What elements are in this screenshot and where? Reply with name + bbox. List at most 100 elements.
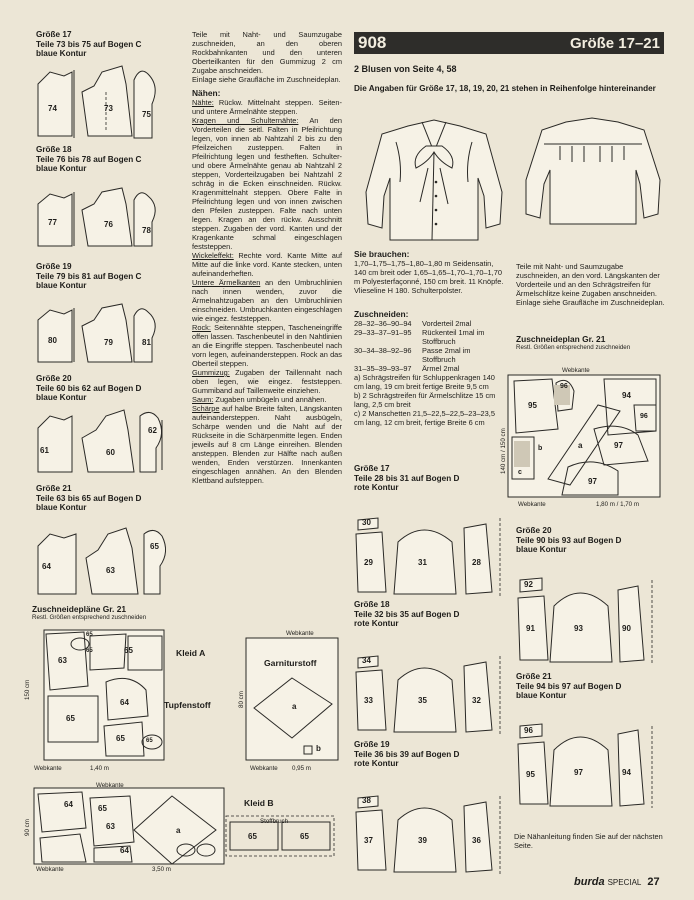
kleid-b-width: 3,50 m — [152, 866, 171, 873]
mid-size-18-svg — [355, 655, 501, 734]
size-21-pattern: 64 63 65 — [36, 526, 176, 596]
piece-label: 92 — [524, 580, 533, 589]
piece-label: 35 — [418, 696, 427, 705]
piece-label: 34 — [362, 656, 371, 665]
plan-width: 1,80 m / 1,70 m — [596, 501, 639, 508]
mid-size-19-svg — [355, 795, 501, 874]
piece-label: 95 — [526, 770, 535, 779]
plan-21-svg — [507, 374, 661, 498]
piece-label: 65 — [116, 734, 125, 743]
piece-label: 90 — [622, 624, 631, 633]
piece-label: 65 — [66, 714, 75, 723]
size-20-pattern: 61 60 62 — [36, 408, 176, 476]
piece-label: 80 — [48, 336, 57, 345]
piece-label: 74 — [48, 104, 57, 113]
piece-label: a — [292, 702, 297, 711]
kleid-b-height: 90 cm — [24, 819, 31, 836]
paragraph: Saum: Zugaben umbügeln und annähen. — [192, 395, 327, 404]
right-size-21-pattern: 96 95 97 94 — [514, 718, 664, 810]
garnitur-webkante: Webkante — [286, 630, 314, 637]
size-20-pattern-svg — [37, 409, 163, 473]
size-17-pattern: 74 73 75 — [36, 62, 166, 140]
right-intro: Teile mit Naht- und Saumzugabe zuschneid… — [516, 262, 665, 307]
header-bar — [354, 32, 664, 54]
piece-label: a — [176, 826, 181, 835]
piece-label: 36 — [472, 836, 481, 845]
piece-label: 64 — [42, 562, 51, 571]
piece-label: 28 — [472, 558, 481, 567]
einlage-text: Einlage siehe Graufläche im Zuschneidepl… — [192, 75, 341, 84]
brand-special: SPECIAL — [607, 878, 642, 887]
piece-label: 63 — [106, 566, 115, 575]
stoffbruch-label: Stoffbruch — [260, 818, 289, 825]
piece-label: 65 — [86, 632, 93, 638]
cutting-plans-title: Zuschneidepläne Gr. 21 Restl. Größen ent… — [32, 604, 147, 621]
piece-label: b — [316, 744, 321, 753]
tupfenstoff-label: Tupfenstoff — [164, 700, 211, 710]
paragraph: Wickeleffekt: Rechte vord. Kante Mitte a… — [192, 251, 342, 278]
model-number: 908 — [358, 33, 387, 52]
mid-size-17-svg — [355, 517, 501, 596]
tupfen-width: 1,40 m — [90, 765, 109, 772]
piece-label: a — [578, 441, 583, 450]
piece-label: 62 — [148, 426, 157, 435]
mid-size-18-pattern: 34 33 35 32 — [352, 650, 512, 734]
size-21-pattern-svg — [37, 527, 166, 595]
piece-label: 65 — [124, 646, 133, 655]
right-size-20-svg — [517, 577, 653, 664]
blouse-front-svg — [365, 119, 503, 241]
right-size-20-pattern: 92 91 93 90 — [514, 572, 664, 668]
cutting-plan-garniturstoff: a b — [245, 637, 339, 761]
piece-label: 64 — [120, 846, 129, 855]
piece-label: 78 — [142, 226, 151, 235]
garniturstoff-label: Garniturstoff — [264, 658, 317, 668]
piece-label: 30 — [362, 518, 371, 527]
piece-label: 96 — [560, 383, 568, 390]
size-note: Die Angaben für Größe 17, 18, 19, 20, 21… — [354, 84, 656, 93]
piece-label: 94 — [622, 768, 631, 777]
materials-heading: Sie brauchen: — [354, 249, 410, 259]
blouse-back-illustration — [520, 110, 666, 228]
paragraph: Schärpe auf halbe Breite falten, Längska… — [192, 404, 342, 485]
paragraph: Nähte: Rückw. Mittelnaht steppen. Seiten… — [192, 98, 342, 116]
piece-label: 73 — [104, 104, 113, 113]
piece-label: 29 — [364, 558, 373, 567]
piece-label: 77 — [48, 218, 57, 227]
piece-label: 65 — [98, 804, 107, 813]
tupfenstoff-svg — [43, 629, 165, 761]
piece-label: 65 — [150, 542, 159, 551]
piece-label: 95 — [528, 401, 537, 410]
plan-webkante-top: Webkante — [562, 367, 590, 374]
piece-label: 63 — [106, 822, 115, 831]
piece-label: 79 — [104, 338, 113, 347]
kleid-b-webkante: Webkante — [96, 782, 124, 789]
paragraph: Untere Ärmelkanten an den Umbruchlinien … — [192, 278, 342, 323]
piece-label: 65 — [248, 832, 257, 841]
piece-label: 61 — [40, 446, 49, 455]
plan-21-drawing: 95 96 94 a 97 96 97 b c — [507, 374, 662, 499]
piece-label: 81 — [142, 338, 151, 347]
subtitle: 2 Blusen von Seite 4, 58 — [354, 64, 457, 74]
size-19-pattern: 80 79 81 — [36, 302, 166, 364]
tupfen-webkante: Webkante — [34, 765, 62, 772]
materials-text: 1,70–1,75–1,75–1,80–1,80 m Seidensatin, … — [354, 259, 504, 295]
size-18-pattern: 77 76 78 — [36, 186, 166, 248]
garnitur-webkante-bottom: Webkante — [250, 765, 278, 772]
kleid-b-svg — [33, 787, 335, 865]
paragraph: Rock: Seitennähte steppen, Tascheneingri… — [192, 323, 342, 368]
piece-label: 96 — [640, 413, 648, 420]
tupfen-height: 150 cm — [24, 679, 31, 700]
cut-extra: a) Schrägstreifen für Schluppenkragen 14… — [354, 373, 495, 391]
kleid-b-label: Kleid B — [244, 798, 274, 808]
piece-label: 65 — [300, 832, 309, 841]
